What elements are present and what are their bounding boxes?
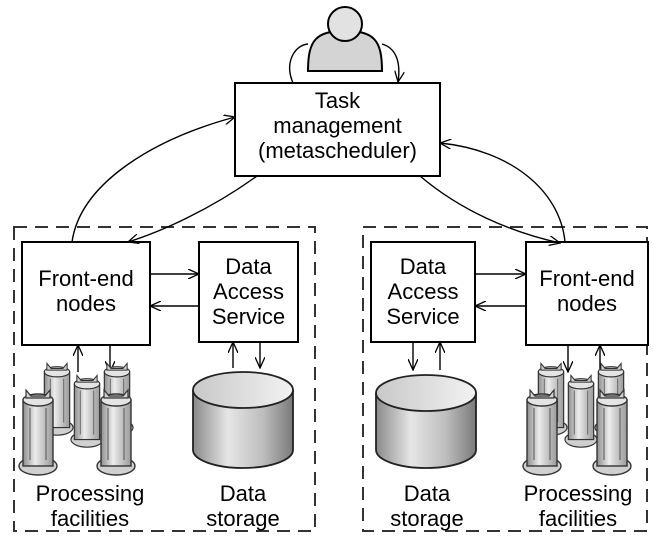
right-processing-line2: facilities: [538, 506, 618, 531]
left-processing-facilities-icon: [18, 362, 136, 476]
right-fe-to-task-arrow: [440, 143, 566, 243]
left-fe-to-task-arrow: [71, 117, 235, 243]
right-data-storage-icon: [375, 374, 477, 469]
left-storage-line1: Data: [219, 481, 267, 506]
left-processing-line2: facilities: [50, 506, 130, 531]
user-arrow-in: [381, 43, 399, 82]
left-data-access-label: Data Access Service: [199, 254, 298, 329]
task-to-left-fe-arrow: [128, 175, 258, 242]
left-data-access-line3: Service: [211, 304, 286, 329]
right-data-access-line2: Access: [387, 279, 459, 304]
right-storage-line2: storage: [390, 506, 464, 531]
left-front-end-line2: nodes: [56, 291, 116, 316]
task-management-box: [234, 82, 441, 177]
task-to-right-fe-arrow: [419, 175, 560, 243]
task-management-line1: Task: [314, 88, 361, 113]
right-processing-facilities-icon: [522, 362, 632, 476]
user-arrow-out: [289, 43, 309, 84]
left-data-access-box: [198, 241, 299, 343]
right-front-end-line2: nodes: [557, 291, 617, 316]
right-processing-line1: Processing: [523, 481, 633, 506]
left-storage-line2: storage: [206, 506, 280, 531]
left-processing-label: Processing facilities: [10, 481, 170, 531]
right-front-end-line1: Front-end: [539, 266, 635, 291]
task-management-line2: management: [273, 113, 402, 138]
right-storage-line1: Data: [403, 481, 451, 506]
left-data-storage-icon: [192, 371, 294, 469]
right-front-end-box: [525, 241, 649, 346]
left-processing-line1: Processing: [35, 481, 145, 506]
left-data-access-line1: Data: [225, 254, 272, 279]
left-data-access-line2: Access: [213, 279, 284, 304]
right-data-access-label: Data Access Service: [371, 254, 475, 329]
left-front-end-box: [21, 241, 151, 346]
left-cluster-boundary: [13, 226, 316, 532]
task-management-label: Task management (metascheduler): [235, 88, 440, 163]
left-front-end-line1: Front-end: [38, 266, 134, 291]
left-storage-label: Data storage: [198, 481, 288, 531]
right-front-end-label: Front-end nodes: [526, 266, 648, 316]
right-data-access-line1: Data: [399, 254, 447, 279]
task-management-line3: (metascheduler): [258, 138, 417, 163]
user-icon: [306, 6, 384, 72]
right-data-access-line3: Service: [386, 304, 460, 329]
right-data-access-box: [370, 241, 476, 343]
right-storage-label: Data storage: [382, 481, 472, 531]
left-front-end-label: Front-end nodes: [22, 266, 150, 316]
right-processing-label: Processing facilities: [506, 481, 650, 531]
